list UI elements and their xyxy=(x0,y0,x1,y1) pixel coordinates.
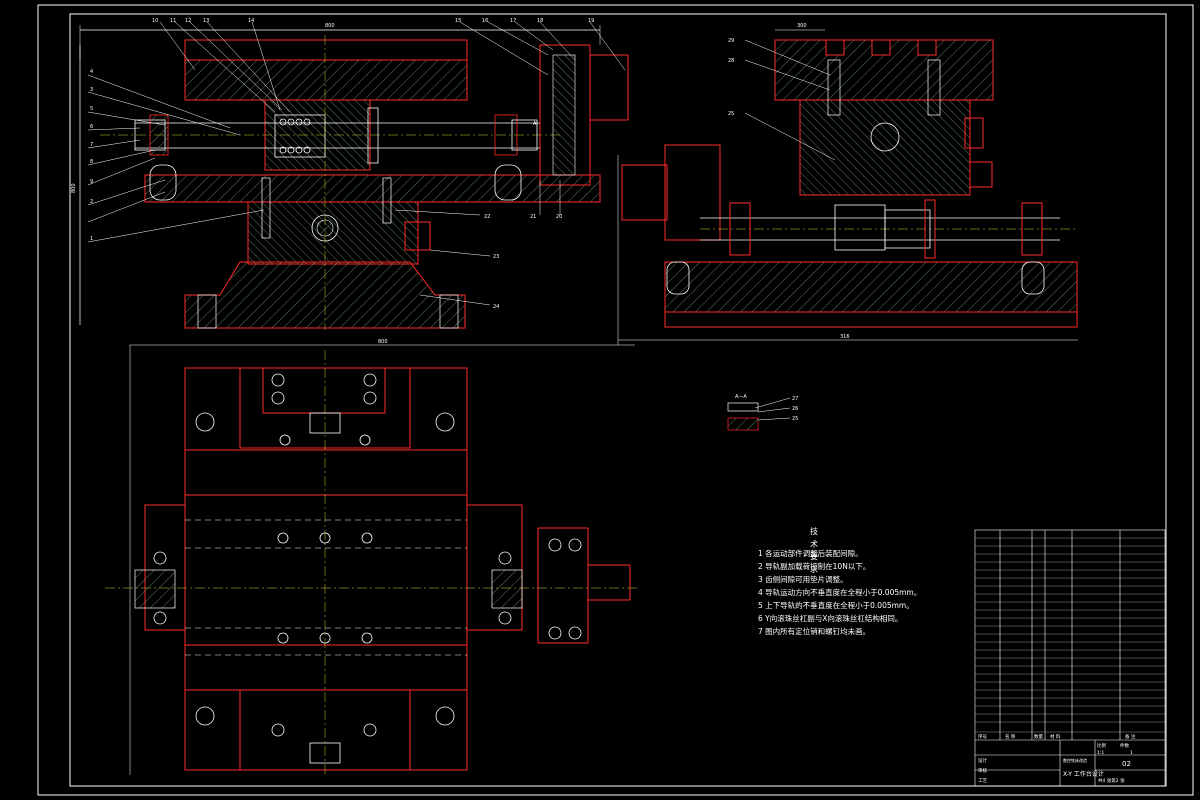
leader-label: 24 xyxy=(493,304,499,310)
leader-label: 29 xyxy=(728,38,734,44)
role-label: 审核 xyxy=(978,767,987,774)
dim-top: 800 xyxy=(325,23,335,29)
dim-right-top: 300 xyxy=(797,23,807,29)
col-header: 名 称 xyxy=(1005,733,1016,740)
leader-label: 2 xyxy=(90,199,93,205)
leader-label: 20 xyxy=(556,214,562,220)
project-name: 数控铣床改造 xyxy=(1063,757,1087,763)
leader-label: 7 xyxy=(90,142,93,148)
col-header: 备 注 xyxy=(1125,733,1136,740)
leader-label: 14 xyxy=(248,18,254,24)
leader-label: 23 xyxy=(493,254,499,260)
plan-view: 800 xyxy=(105,339,640,775)
leader-label: 22 xyxy=(484,214,490,220)
side-section-view: 300 316 29 28 25 xyxy=(617,23,1078,345)
section-aa: A—A 27 26 25 xyxy=(727,394,798,431)
leader-label: 8 xyxy=(90,159,93,165)
leader-label: 21 xyxy=(530,214,536,220)
leader-label: 10 xyxy=(152,18,158,24)
leader-label: 9 xyxy=(90,179,93,185)
note-item: 6 Y向滚珠丝杠副与X向滚珠丝杠结构相同。 xyxy=(758,614,903,623)
parts-list-rows xyxy=(975,537,1165,733)
leader-label: 25 xyxy=(792,416,798,422)
note-item: 1 各运动部件调整后装配间隙。 xyxy=(758,549,863,558)
note-item: 7 图内所有定位销和螺钉均未画。 xyxy=(758,627,871,636)
section-mark: A xyxy=(533,121,537,127)
leader-label: 27 xyxy=(792,396,798,402)
leader-label: 3 xyxy=(90,87,93,93)
leader-label: 11 xyxy=(170,18,176,24)
note-item: 2 导轨副加载荷控制在10N以下。 xyxy=(758,562,871,571)
leader-label: 19 xyxy=(588,18,594,24)
leader-label: 18 xyxy=(537,18,543,24)
dim-bottom: 800 xyxy=(378,339,388,345)
leader-label: 6 xyxy=(90,124,93,130)
note-item: 4 导轨运动方向不垂直度在全程小于0.005mm。 xyxy=(758,588,922,597)
leader-label: 26 xyxy=(792,406,798,412)
role-label: 设计 xyxy=(978,757,987,764)
scale-value: 1:1 xyxy=(1097,750,1104,756)
title-block-text: 序号 名 称 数量 材 料 备 注 比例 件数 1:1 1 设计 审核 工艺 数… xyxy=(978,733,1136,784)
sheet-info: 共4 张第2 张 xyxy=(1098,777,1125,784)
leader-label: 15 xyxy=(455,18,461,24)
note-item: 5 上下导轨的不垂直度在全程小于0.005mm。 xyxy=(758,601,914,610)
col-header: 材 料 xyxy=(1050,733,1061,740)
col-header: 数量 xyxy=(1034,733,1043,740)
note-item: 3 齿侧间隙可用垫片调整。 xyxy=(758,575,848,584)
leader-label: 12 xyxy=(185,18,191,24)
notes-title: 技术要求 xyxy=(810,527,819,574)
leader-label: 13 xyxy=(203,18,209,24)
qty-value: 1 xyxy=(1130,750,1133,756)
leader-label: 4 xyxy=(90,69,93,75)
dim-left: 800 xyxy=(71,183,77,193)
dim-right-width: 316 xyxy=(840,334,850,340)
leader-label: 5 xyxy=(90,106,93,112)
leader-label: 28 xyxy=(728,58,734,64)
leader-label: 1 xyxy=(90,236,93,242)
qty-label: 件数 xyxy=(1120,742,1129,749)
role-label: 工艺 xyxy=(978,778,987,784)
col-header: 序号 xyxy=(978,733,987,740)
scale-label: 比例 xyxy=(1097,742,1106,749)
drawing-no: 02 xyxy=(1122,760,1131,768)
outer-border xyxy=(37,4,1194,796)
drawing-name: X-Y 工作台设计 xyxy=(1063,770,1104,778)
section-label: A—A xyxy=(735,394,747,400)
leader-label: 25 xyxy=(728,111,734,117)
leader-label: 16 xyxy=(482,18,488,24)
inner-border xyxy=(69,13,1167,787)
leader-label: 17 xyxy=(510,18,516,24)
front-section-view: 800 xyxy=(71,18,629,330)
